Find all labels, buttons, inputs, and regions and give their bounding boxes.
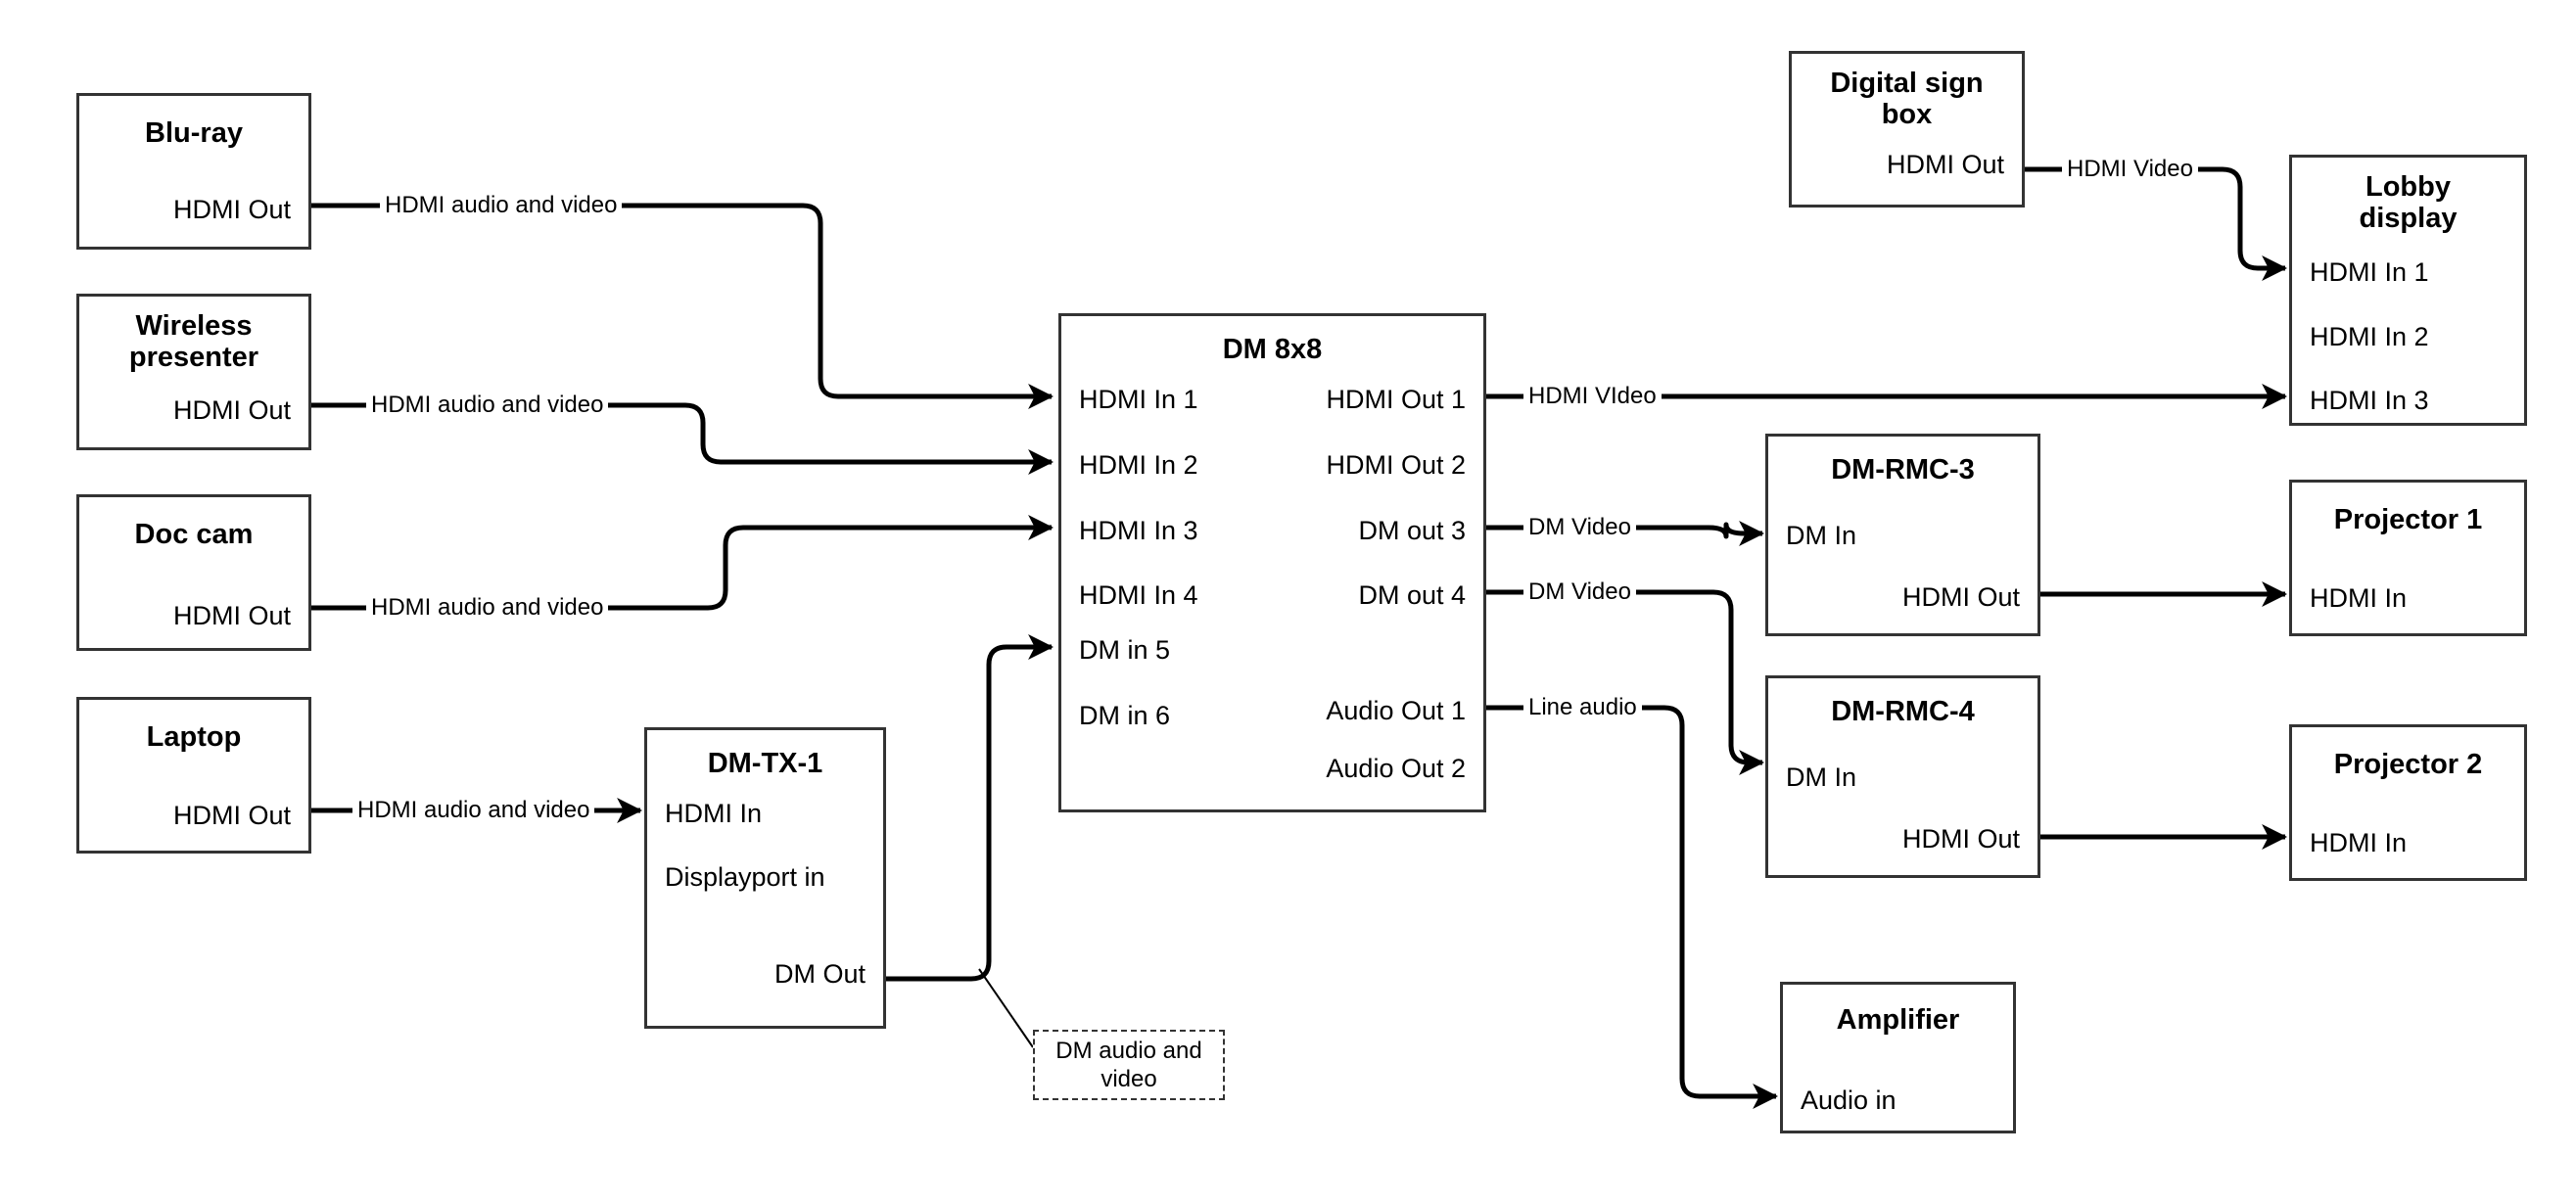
node-wireless-presenter-title: Wireless presenter: [79, 310, 308, 374]
callout-dm-audio-and-video: DM audio and video: [1033, 1030, 1225, 1100]
port-dm-tx-1-hdmi-in[interactable]: HDMI In: [665, 799, 763, 828]
callout-line-2: video: [1101, 1066, 1157, 1092]
edge-label-dm8x8-to-rmc3: DM Video: [1523, 516, 1636, 539]
node-lobby-display-title-line2: display: [2359, 203, 2458, 235]
node-amplifier[interactable]: Amplifier Audio in: [1780, 982, 2016, 1133]
port-dm-rmc-3-dm-in[interactable]: DM In: [1786, 521, 1857, 550]
edge-label-dm8x8-to-lobby: HDMI VIdeo: [1523, 385, 1662, 408]
port-dm-8x8-dm-out-3[interactable]: DM out 3: [1358, 516, 1466, 545]
edge-label-signbox-to-lobby: HDMI Video: [2062, 158, 2198, 181]
wire-dmtx1-to-dm8x8: [886, 634, 1054, 982]
node-dm-rmc-4-title: DM-RMC-4: [1831, 696, 1975, 727]
node-dm-tx-1-title: DM-TX-1: [707, 748, 823, 779]
port-dm-8x8-dm-in-5[interactable]: DM in 5: [1079, 635, 1171, 665]
node-doc-cam[interactable]: Doc cam HDMI Out: [76, 494, 311, 651]
edge-label-dm8x8-to-rmc4: DM Video: [1523, 580, 1636, 604]
port-dm-tx-1-dm-out[interactable]: DM Out: [773, 959, 866, 989]
port-dm-tx-1-displayport-in[interactable]: Displayport in: [665, 862, 825, 892]
wire-bluray-to-dm8x8: [311, 203, 1054, 409]
port-dm-8x8-hdmi-out-1[interactable]: HDMI Out 1: [1326, 385, 1466, 414]
node-projector-2[interactable]: Projector 2 HDMI In: [2289, 724, 2527, 881]
node-doc-cam-title: Doc cam: [134, 519, 254, 550]
edge-label-laptop-to-dmtx1: HDMI audio and video: [352, 799, 595, 822]
port-lobby-display-hdmi-in-3[interactable]: HDMI In 3: [2310, 386, 2429, 415]
callout-line-1: DM audio and: [1055, 1037, 1202, 1064]
leader-line-dm-callout: [978, 968, 1034, 1048]
node-digital-sign-box-title-line1: Digital sign: [1830, 68, 1984, 99]
node-digital-sign-box-title-line2: box: [1881, 99, 1933, 131]
port-dm-8x8-hdmi-in-1[interactable]: HDMI In 1: [1079, 385, 1198, 414]
wire-signbox-to-lobby: [2025, 166, 2288, 281]
node-dm-rmc-4[interactable]: DM-RMC-4 DM In HDMI Out: [1765, 675, 2040, 878]
port-projector-2-hdmi-in[interactable]: HDMI In: [2310, 828, 2408, 857]
port-wireless-presenter-hdmi-out[interactable]: HDMI Out: [172, 395, 291, 425]
node-dm-8x8[interactable]: DM 8x8 HDMI In 1 HDMI In 2 HDMI In 3 HDM…: [1058, 313, 1486, 812]
edge-label-bluray-to-dm8x8: HDMI audio and video: [380, 194, 623, 217]
port-dm-8x8-hdmi-in-3[interactable]: HDMI In 3: [1079, 516, 1198, 545]
port-dm-8x8-hdmi-in-2[interactable]: HDMI In 2: [1079, 450, 1198, 480]
port-projector-1-hdmi-in[interactable]: HDMI In: [2310, 583, 2408, 613]
port-dm-rmc-3-hdmi-out[interactable]: HDMI Out: [1901, 582, 2020, 612]
port-dm-8x8-hdmi-in-4[interactable]: HDMI In 4: [1079, 580, 1198, 610]
node-lobby-display-title: Lobby display: [2292, 171, 2524, 235]
port-bluray-hdmi-out[interactable]: HDMI Out: [172, 195, 291, 224]
edge-label-doccam-to-dm8x8: HDMI audio and video: [366, 596, 609, 620]
wire-dm8x8-to-amplifier: [1486, 705, 1779, 1109]
node-dm-rmc-3[interactable]: DM-RMC-3 DM In HDMI Out: [1765, 434, 2040, 636]
node-digital-sign-box-title: Digital sign box: [1792, 68, 2022, 131]
node-lobby-display[interactable]: Lobby display HDMI In 1 HDMI In 2 HDMI I…: [2289, 155, 2527, 426]
node-projector-1-title: Projector 1: [2333, 504, 2483, 535]
port-dm-rmc-4-hdmi-out[interactable]: HDMI Out: [1901, 824, 2020, 854]
port-digital-sign-box-hdmi-out[interactable]: HDMI Out: [1886, 150, 2004, 179]
node-wireless-presenter-title-line2: presenter: [128, 342, 259, 374]
node-wireless-presenter[interactable]: Wireless presenter HDMI Out: [76, 294, 311, 450]
port-dm-8x8-dm-in-6[interactable]: DM in 6: [1079, 701, 1171, 730]
node-dm-rmc-3-title: DM-RMC-3: [1831, 454, 1975, 485]
port-dm-8x8-dm-out-4[interactable]: DM out 4: [1358, 580, 1466, 610]
port-lobby-display-hdmi-in-1[interactable]: HDMI In 1: [2310, 257, 2429, 287]
port-lobby-display-hdmi-in-2[interactable]: HDMI In 2: [2310, 322, 2429, 351]
node-dm-tx-1[interactable]: DM-TX-1 HDMI In Displayport in DM Out: [644, 727, 886, 1029]
wire-dm8x8-to-rmc4: [1486, 589, 1765, 775]
port-dm-rmc-4-dm-in[interactable]: DM In: [1786, 762, 1857, 792]
port-dm-8x8-audio-out-2[interactable]: Audio Out 2: [1326, 754, 1466, 783]
edge-label-wireless-to-dm8x8: HDMI audio and video: [366, 393, 609, 417]
edge-label-dm8x8-to-amplifier: Line audio: [1523, 696, 1642, 719]
node-projector-2-title: Projector 2: [2333, 749, 2483, 780]
node-digital-sign-box[interactable]: Digital sign box HDMI Out: [1789, 51, 2025, 208]
node-bluray-title: Blu-ray: [145, 117, 243, 149]
node-bluray[interactable]: Blu-ray HDMI Out: [76, 93, 311, 250]
node-laptop[interactable]: Laptop HDMI Out: [76, 697, 311, 854]
node-lobby-display-title-line1: Lobby: [2365, 171, 2451, 203]
node-laptop-title: Laptop: [146, 721, 242, 753]
node-dm-8x8-title: DM 8x8: [1222, 334, 1323, 365]
port-dm-8x8-hdmi-out-2[interactable]: HDMI Out 2: [1326, 450, 1466, 480]
node-wireless-presenter-title-line1: Wireless: [135, 310, 253, 342]
node-amplifier-title: Amplifier: [1836, 1004, 1960, 1036]
port-doc-cam-hdmi-out[interactable]: HDMI Out: [172, 601, 291, 630]
port-dm-8x8-audio-out-1[interactable]: Audio Out 1: [1326, 696, 1466, 725]
node-projector-1[interactable]: Projector 1 HDMI In: [2289, 480, 2527, 636]
port-amplifier-audio-in[interactable]: Audio in: [1801, 1086, 1897, 1115]
port-laptop-hdmi-out[interactable]: HDMI Out: [172, 801, 291, 830]
